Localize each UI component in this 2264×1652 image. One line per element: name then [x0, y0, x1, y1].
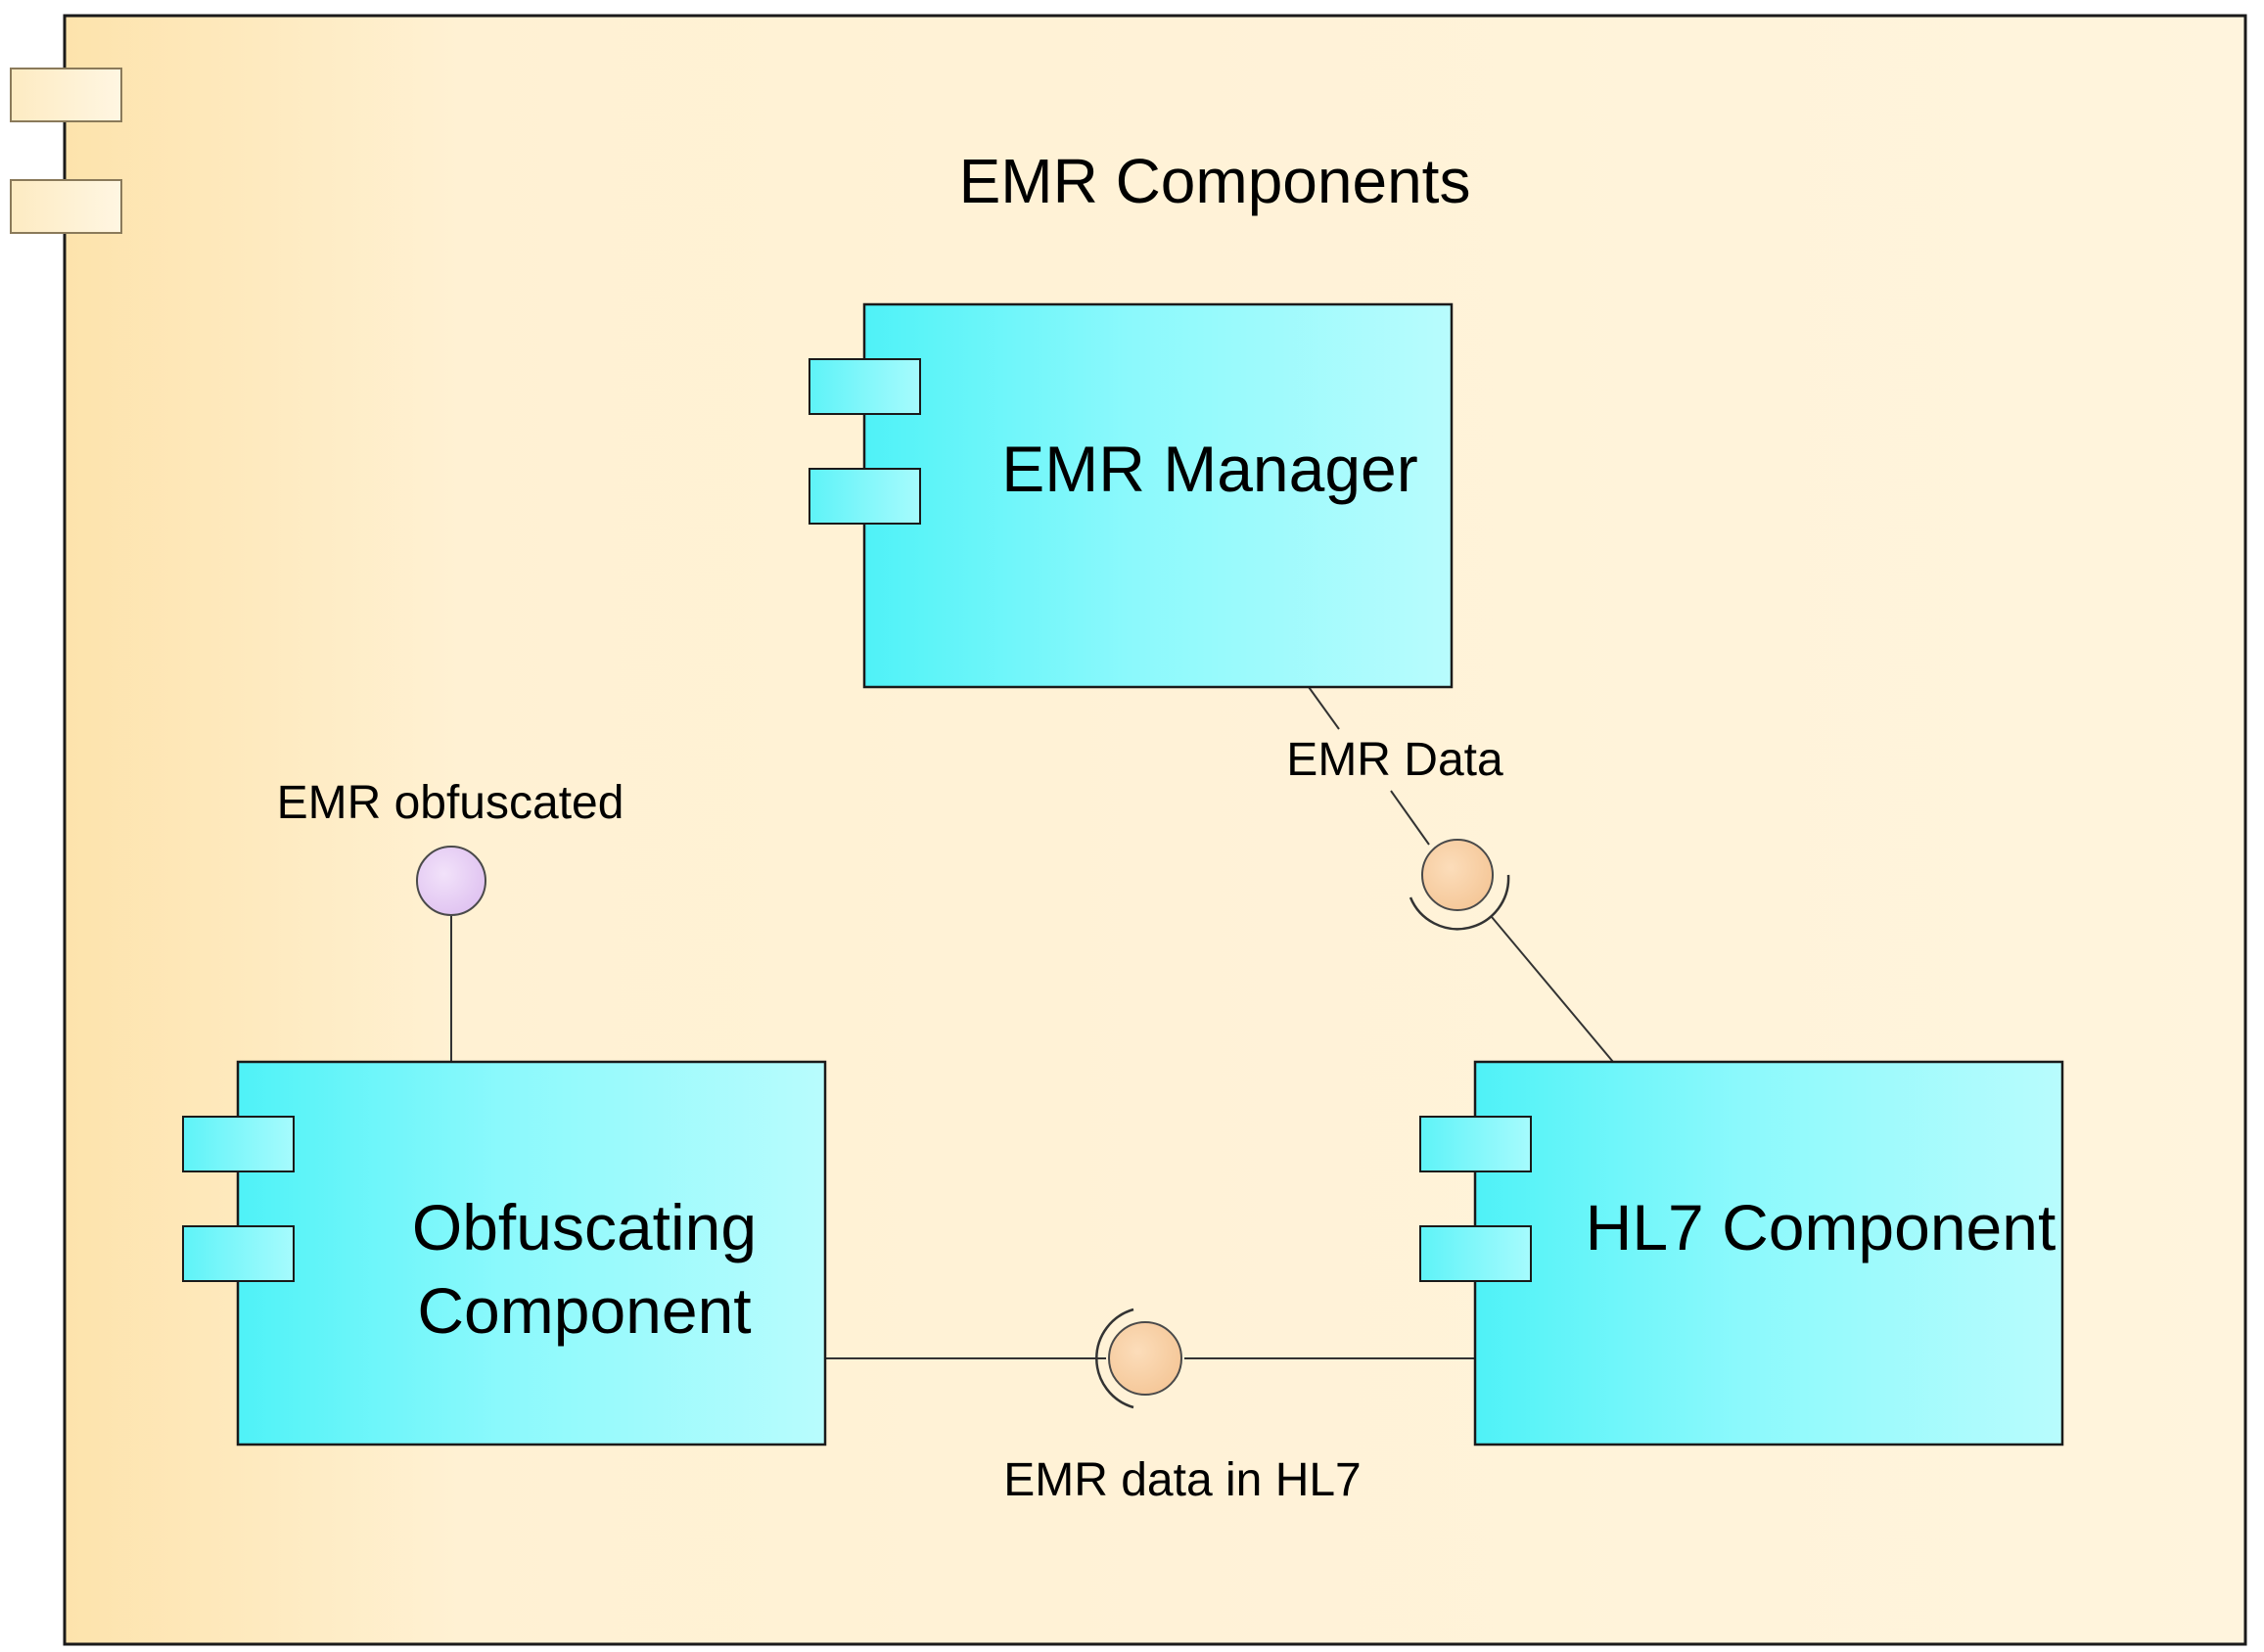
emr-manager-body[interactable]	[862, 302, 1454, 689]
emr-data-in-hl7-socket-icon	[1095, 1308, 1134, 1409]
emr-data-ball-icon[interactable]	[1421, 839, 1494, 911]
emr-data-connector-lower	[1491, 916, 1614, 1063]
obfuscating-body[interactable]	[236, 1060, 827, 1446]
emr-data-interface[interactable]: EMR Data	[1286, 734, 1510, 931]
emr-manager-port-bottom-icon	[809, 468, 921, 525]
obfuscating-label-line1: Obfuscating	[412, 1191, 757, 1263]
emr-data-in-hl7-ball-icon[interactable]	[1108, 1321, 1182, 1396]
emr-data-connector-upper	[1308, 686, 1340, 730]
emr-obfuscated-label: EMR obfuscated	[277, 777, 624, 829]
connectors	[450, 686, 1614, 1359]
hl7-body[interactable]	[1473, 1060, 2064, 1446]
obfuscating-component[interactable]: Obfuscating Component	[182, 1060, 827, 1446]
container-title: EMR Components	[959, 146, 1471, 216]
emr-manager-port-top-icon	[809, 358, 921, 415]
emr-data-connector-middle	[1390, 790, 1430, 846]
provided-interface-icon[interactable]	[416, 846, 486, 916]
emr-data-socket-icon	[1409, 874, 1510, 931]
obfuscating-port-bottom-icon	[182, 1225, 295, 1282]
container-port-top-icon	[10, 68, 122, 122]
emr-data-in-hl7-label: EMR data in HL7	[1003, 1454, 1362, 1506]
obfuscating-port-top-icon	[182, 1116, 295, 1172]
emr-obfuscated-interface[interactable]: EMR obfuscated	[277, 777, 624, 916]
emr-manager-component[interactable]: EMR Manager	[809, 302, 1454, 689]
hl7-component[interactable]: HL7 Component	[1419, 1060, 2064, 1446]
obfuscating-label-line2: Component	[417, 1274, 751, 1347]
hl7-label: HL7 Component	[1586, 1191, 2056, 1263]
emr-data-label: EMR Data	[1286, 734, 1503, 786]
emr-data-in-hl7-interface[interactable]: EMR data in HL7	[1003, 1308, 1362, 1506]
hl7-port-top-icon	[1419, 1116, 1532, 1172]
hl7-port-bottom-icon	[1419, 1225, 1532, 1282]
emr-manager-label: EMR Manager	[1001, 433, 1418, 505]
container-port-bottom-icon	[10, 179, 122, 234]
